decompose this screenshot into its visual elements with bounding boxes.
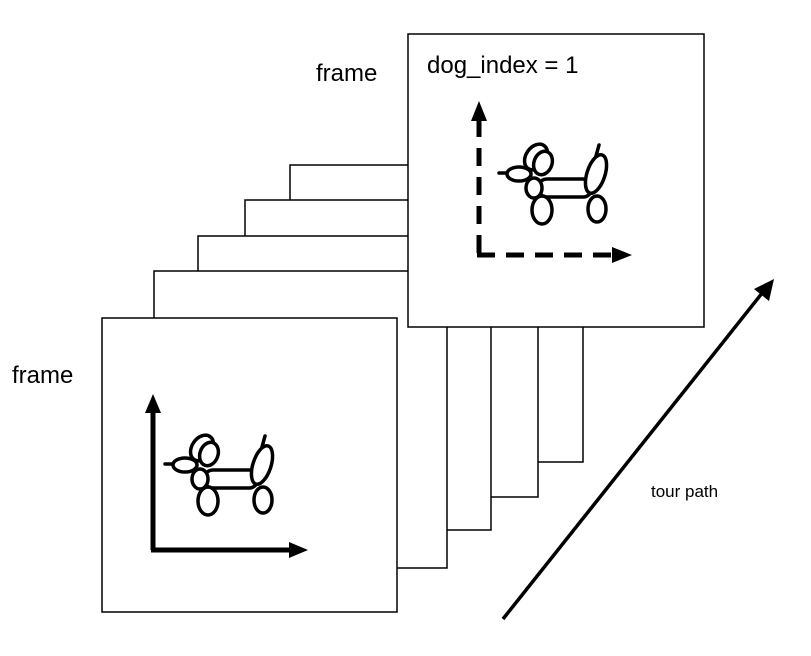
tour-path-label: tour path [651,482,718,501]
solid-axes-icon [145,394,308,558]
diagonal-arrow-icon [501,279,774,621]
back-frame-label: frame [316,60,377,87]
dog-index-label: dog_index = 1 [427,52,578,79]
front-frame-label: frame [12,362,73,389]
dashed-axes-icon [471,101,632,263]
front-frame [101,317,398,613]
